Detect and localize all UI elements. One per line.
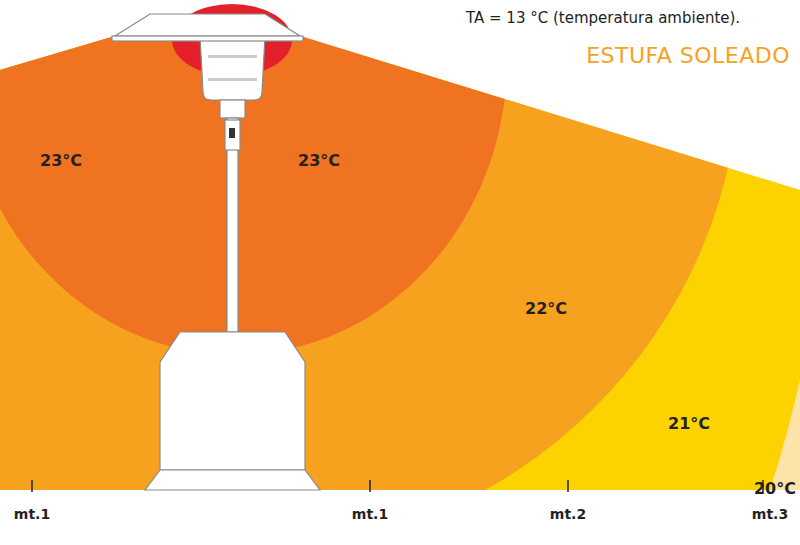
distance-label: mt.2	[550, 507, 586, 522]
temperature-label: 20°C	[754, 480, 796, 498]
distance-label: mt.3	[752, 507, 788, 522]
temperature-label: 22°C	[525, 300, 567, 318]
ambient-note: TA = 13 °C (temperatura ambiente).	[466, 10, 740, 27]
temperature-label: 23°C	[40, 152, 82, 170]
diagram-title: ESTUFA SOLEADO	[586, 44, 790, 68]
distance-label: mt.1	[352, 507, 388, 522]
distance-label: mt.1	[14, 507, 50, 522]
temperature-label: 21°C	[668, 415, 710, 433]
temperature-label: 23°C	[298, 152, 340, 170]
